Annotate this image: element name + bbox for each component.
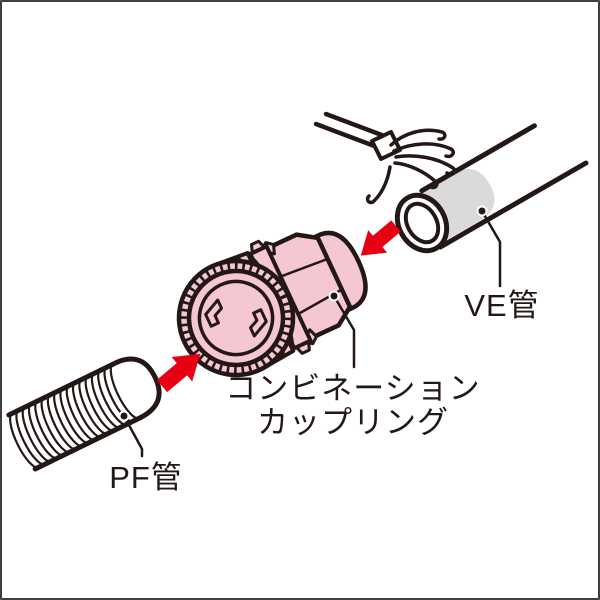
ve-pipe-leader-dot [476, 205, 488, 217]
collar-knurl-ticks [179, 261, 293, 375]
cable-tape-band [370, 130, 402, 161]
leader-lines [118, 205, 502, 458]
pf-pipe-leader-dot [118, 410, 130, 422]
pf-pipe-label: PF管 [109, 460, 183, 495]
hex-facet-line [275, 258, 327, 280]
fanned-wires [365, 128, 457, 205]
pf-pipe-body [6, 356, 162, 472]
ve-pipe-leader-line [480, 209, 502, 288]
front-face-tab [248, 308, 268, 338]
combination-coupling [176, 230, 368, 378]
ve-pipe-label: VE管 [464, 288, 539, 323]
front-face-inner-ring [197, 279, 275, 357]
pf-pipe-leader-line [122, 414, 144, 458]
coupling-label-line1: コンビネーション [225, 371, 480, 406]
ve-pipe-mouth-inner [403, 201, 441, 245]
ve-pipe-bottom-edge [437, 160, 589, 250]
coupling-front-face [186, 268, 286, 368]
ve-pipe [394, 123, 589, 254]
wire-bundle [313, 111, 457, 205]
coupling-leader-line [332, 294, 356, 369]
front-face-tab [204, 298, 224, 328]
cable-edge [313, 121, 380, 150]
coupling-label-line2: カップリング [257, 405, 449, 440]
ve-pipe-top-edge [419, 123, 537, 194]
coupling-leader-dot [328, 290, 340, 302]
cable-edge [323, 111, 390, 140]
pf-pipe [3, 356, 162, 473]
